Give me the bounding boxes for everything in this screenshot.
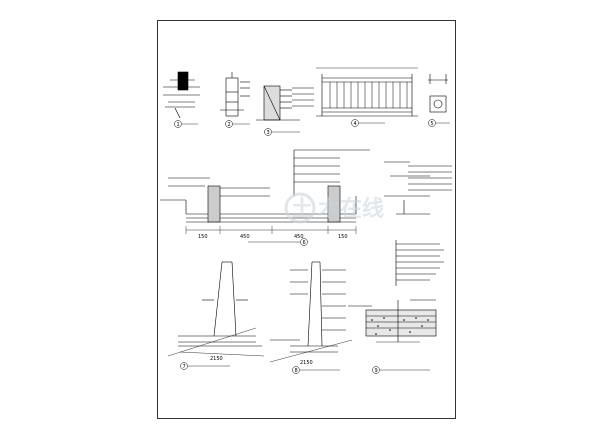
svg-text:9: 9 <box>375 368 378 374</box>
svg-text:7: 7 <box>183 364 186 370</box>
d7-dim: 2150 <box>210 356 223 362</box>
svg-text:3: 3 <box>267 130 270 136</box>
detail-5-marker: 5 <box>428 119 450 127</box>
detail-9-notes <box>395 240 444 286</box>
detail-5 <box>428 74 448 113</box>
detail-1-marker: 1 <box>174 120 198 128</box>
detail-9-hatch <box>371 317 429 335</box>
watermark-logo-icon <box>284 192 316 224</box>
detail-7-marker: 7 <box>180 362 230 370</box>
detail-2 <box>220 72 250 117</box>
detail-6b <box>384 161 452 215</box>
dim-main-3: 450 <box>294 234 304 240</box>
svg-text:5: 5 <box>431 121 434 127</box>
dim-main-2: 450 <box>240 234 250 240</box>
detail-8-marker: 8 <box>292 366 340 374</box>
detail-4-balusters <box>329 82 408 108</box>
sheet-border <box>157 20 456 419</box>
detail-2-marker: 2 <box>225 120 250 128</box>
detail-3 <box>256 85 314 121</box>
detail-7 <box>167 261 265 357</box>
detail-6 <box>160 149 370 234</box>
detail-6-marker: 6 <box>248 238 308 246</box>
dim-main-1: 150 <box>198 234 208 240</box>
watermark-text: 木在线 <box>317 196 384 222</box>
svg-text:8: 8 <box>295 368 298 374</box>
detail-4 <box>316 67 418 117</box>
d8-dim: 2150 <box>300 360 313 366</box>
svg-text:6: 6 <box>303 240 306 246</box>
svg-text:4: 4 <box>354 121 357 127</box>
svg-text:2: 2 <box>228 122 231 128</box>
detail-3-marker: 3 <box>264 128 300 136</box>
dim-main-4: 150 <box>338 234 348 240</box>
svg-text:1: 1 <box>177 122 180 128</box>
watermark-logo-glyph: 土 <box>291 197 313 222</box>
detail-8 <box>269 261 353 363</box>
watermark: 土 木在线 <box>284 192 384 224</box>
detail-4-marker: 4 <box>351 119 385 127</box>
detail-9 <box>348 299 437 343</box>
detail-9-marker: 9 <box>372 366 430 374</box>
detail-1 <box>163 71 200 119</box>
